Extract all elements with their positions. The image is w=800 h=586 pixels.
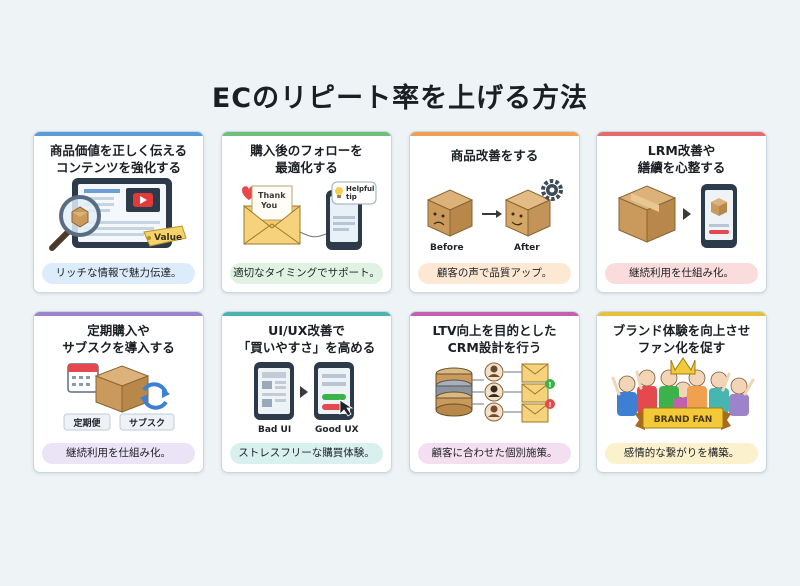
crown-icon — [670, 357, 696, 375]
helpful-tip-label-2: tip — [346, 193, 357, 201]
card-post-purchase-follow: 購入後のフォローを 最適化する Thank You — [221, 131, 392, 293]
card-content-enhancement: 商品価値を正しく伝える コンテンツを強化する — [33, 131, 204, 293]
brand-fan-illustration: BRAND FAN — [611, 357, 755, 430]
box-icon — [617, 185, 677, 243]
good-ux-label: Good UX — [315, 425, 359, 435]
user-icon — [484, 382, 504, 402]
subscription-illustration: 定期便 サブスク — [63, 363, 175, 431]
card-title: LTV向上を目的とした CRM設計を行う — [432, 323, 557, 355]
svg-text:!: ! — [548, 401, 551, 409]
svg-text:!: ! — [548, 381, 551, 389]
card-accent-bar — [34, 132, 203, 136]
card-accent-bar — [222, 312, 391, 316]
card-caption-pill: 継続利用を仕組み化。 — [42, 443, 195, 464]
gear-icon — [541, 179, 563, 201]
card-title: 商品価値を正しく伝える コンテンツを強化する — [49, 143, 188, 175]
card-caption-pill: リッチな情報で魅力伝達。 — [42, 263, 195, 284]
lightbulb-icon: Helpful tip — [331, 181, 377, 205]
card-caption-pill: 顧客の声で品質アップ。 — [418, 263, 571, 284]
card-title: 購入後のフォローを 最適化する — [250, 143, 363, 175]
teiki-tag: 定期便 — [63, 413, 111, 431]
card-accent-bar — [410, 132, 579, 136]
banner-icon: BRAND FAN — [635, 407, 731, 430]
helpful-tip-label: Helpful — [346, 185, 374, 193]
teiki-tag-label: 定期便 — [72, 417, 101, 429]
sad-box-icon — [426, 189, 474, 237]
user-icon — [484, 402, 504, 422]
card-crm-design: LTV向上を目的とした CRM設計を行う — [409, 311, 580, 473]
subsc-tag-label: サブスク — [129, 417, 165, 429]
card-accent-bar — [34, 312, 203, 316]
improvement-illustration: Before After — [426, 179, 563, 253]
card-title: ブランド体験を向上させ ファン化を促す — [612, 323, 751, 355]
card-accent-bar — [597, 312, 766, 316]
card-caption-pill: 感情的な繋がりを構築。 — [605, 443, 758, 464]
card-caption-pill: 顧客に合わせた個別施策。 — [418, 443, 571, 464]
price-tag-icon: Value — [143, 225, 187, 247]
arrow-icon — [683, 208, 691, 220]
page-title: ECのリピート率を上げる方法 — [211, 83, 589, 114]
card-title: LRM改善や 繕續を心整する — [637, 143, 726, 175]
box-icon — [94, 365, 150, 413]
mail-icon — [521, 363, 549, 383]
method-card-grid: 商品価値を正しく伝える コンテンツを強化する — [33, 131, 767, 474]
lrm-illustration — [617, 184, 737, 248]
cursor-icon — [339, 399, 354, 417]
happy-box-icon — [504, 189, 552, 237]
envelope-icon: Thank You — [243, 185, 301, 245]
smartphone-icon — [326, 190, 362, 250]
card-brand-fan: ブランド体験を向上させ ファン化を促す — [596, 311, 767, 473]
card-caption-pill: 適切なタイミングでサポート。 — [230, 263, 383, 284]
card-lrm-improvement: LRM改善や 繕續を心整する 継続利用を仕組み化。 — [596, 131, 767, 293]
price-tag-label: Value — [154, 233, 182, 243]
mail-icon: ! — [521, 379, 555, 403]
card-subscription: 定期購入や サブスクを導入する — [33, 311, 204, 473]
card-title: UI/UX改善で 「買いやすさ」を高める — [237, 323, 376, 355]
thank-you-label-2: You — [260, 201, 278, 210]
card-caption-pill: 継続利用を仕組み化。 — [605, 263, 758, 284]
card-accent-bar — [597, 132, 766, 136]
thank-you-label: Thank — [258, 191, 286, 200]
content-illustration: Value — [49, 178, 187, 251]
card-uiux-improvement: UI/UX改善で 「買いやすさ」を高める — [221, 311, 392, 473]
smartphone-icon — [254, 362, 294, 420]
arrow-icon — [300, 386, 308, 398]
magnifier-icon — [49, 195, 101, 251]
card-title: 定期購入や サブスクを導入する — [62, 323, 175, 355]
user-icon — [484, 362, 504, 382]
subsc-tag: サブスク — [119, 413, 175, 431]
before-label: Before — [430, 243, 464, 253]
smartphone-icon — [701, 184, 737, 248]
video-icon — [126, 188, 160, 212]
card-title: 商品改善をする — [450, 148, 539, 163]
card-accent-bar — [222, 132, 391, 136]
refresh-icon — [140, 382, 170, 410]
brand-fan-banner-label: BRAND FAN — [654, 415, 713, 425]
after-label: After — [514, 243, 540, 253]
crm-illustration: ! ! — [435, 362, 555, 423]
arrow-icon — [482, 210, 502, 218]
card-product-improvement: 商品改善をする — [409, 131, 580, 293]
database-icon — [435, 367, 473, 417]
follow-up-illustration: Thank You Helpful tip — [242, 181, 377, 250]
calendar-icon — [67, 363, 99, 393]
card-caption-pill: ストレスフリーな購買体験。 — [230, 443, 383, 464]
mail-icon: ! — [521, 399, 555, 423]
bad-ui-label: Bad UI — [258, 425, 291, 435]
card-accent-bar — [410, 312, 579, 316]
uiux-illustration: Bad UI Good UX — [254, 362, 359, 435]
